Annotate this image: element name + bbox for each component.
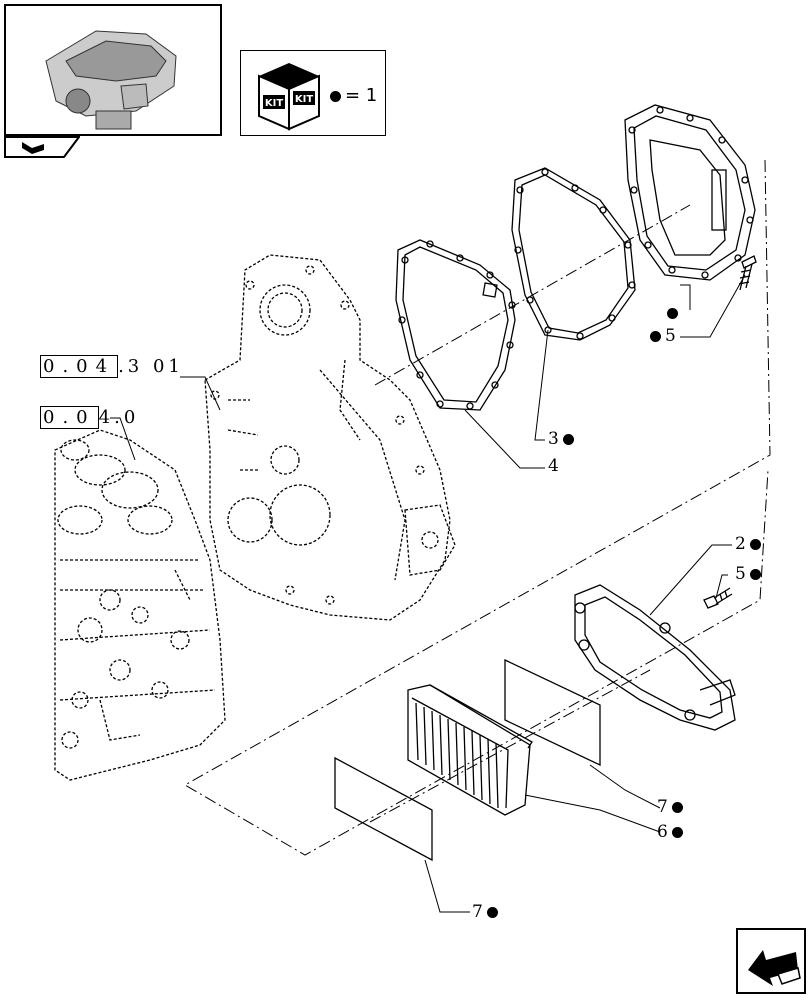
gasket-3 (511, 167, 636, 341)
bolt-5-upper (738, 255, 757, 291)
callout-5-bottom: 5 (735, 564, 761, 584)
timing-cover (204, 254, 456, 621)
callout-5-top: 5 (650, 326, 676, 346)
seal-7-lower (334, 756, 433, 862)
callout-7-lower: 7 (472, 902, 498, 922)
gasket-4 (395, 239, 516, 411)
kit-dot-icon (330, 90, 341, 102)
callout-4: 4 (548, 456, 559, 476)
engine-thumbnail[interactable] (4, 4, 222, 136)
callout-2: 2 (735, 534, 761, 554)
next-page-button[interactable] (736, 928, 806, 994)
reference-link-1[interactable]: 0.04.3 01 (40, 355, 184, 378)
engine-icon (45, 30, 177, 130)
exchanger-core-6 (407, 684, 533, 816)
callout-3: 3 (548, 429, 574, 449)
seal-7-upper (504, 658, 601, 767)
kit-cube-icon: KIT KIT (258, 63, 320, 131)
callout-6: 6 (657, 822, 683, 842)
kit-legend-equation: = 1 (330, 85, 377, 106)
book-icon (22, 142, 44, 154)
thumbnail-tab[interactable] (4, 136, 80, 158)
svg-text:KIT: KIT (265, 98, 283, 109)
callout-dot-only (667, 303, 682, 323)
cover-plate (624, 104, 756, 281)
callout-7-upper: 7 (657, 797, 683, 817)
exchanger-cover-2 (574, 584, 736, 731)
svg-text:KIT: KIT (295, 94, 313, 105)
kit-legend-box: KIT KIT (240, 50, 386, 136)
arrow-icon (748, 950, 801, 986)
engine-block (54, 429, 226, 781)
